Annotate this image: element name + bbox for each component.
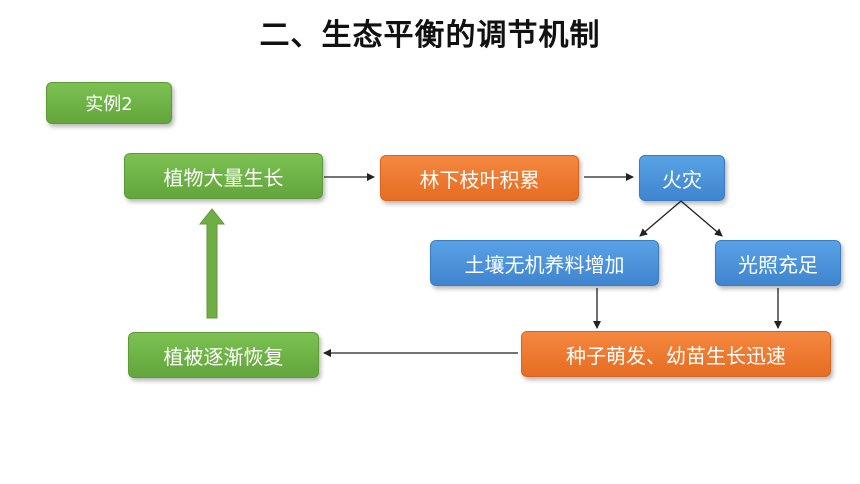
arrow-fire-to-soil [639, 200, 682, 237]
feedback-arrow-recovery-to-growth [198, 208, 226, 319]
arrow-fire-to-sunlight [680, 200, 723, 237]
node-soil-nutrients: 土壤无机养料增加 [430, 240, 659, 286]
node-fire: 火灾 [639, 155, 725, 201]
example-label: 实例2 [46, 82, 172, 124]
node-sunlight: 光照充足 [715, 240, 841, 286]
node-litter-accumulation: 林下枝叶积累 [380, 155, 579, 201]
node-plant-growth: 植物大量生长 [124, 153, 323, 199]
node-vegetation-recovery: 植被逐渐恢复 [128, 332, 319, 378]
page-title: 二、生态平衡的调节机制 [259, 18, 601, 53]
node-seed-germination: 种子萌发、幼苗生长迅速 [521, 331, 831, 377]
